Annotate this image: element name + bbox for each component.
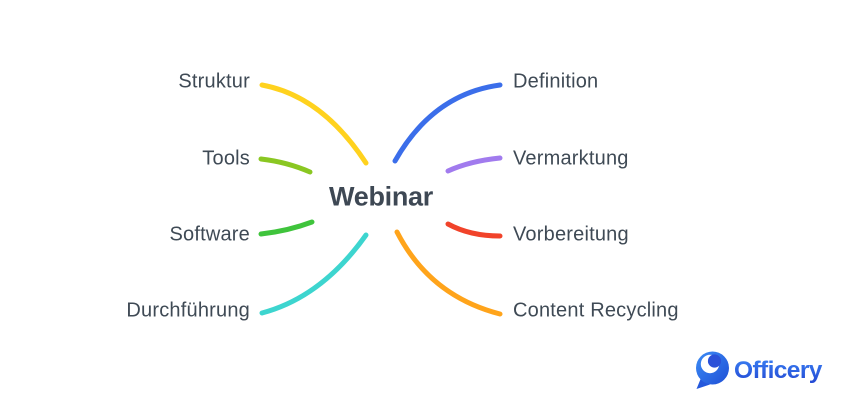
branch-label-software[interactable]: Software — [169, 223, 250, 246]
officery-logo: Officery — [694, 349, 836, 393]
branch-curve-durchfuehrung — [259, 232, 369, 316]
officery-logo-icon — [696, 351, 729, 389]
branch-curve-vorbereitung — [445, 221, 503, 239]
branch-label-vermarktung[interactable]: Vermarktung — [513, 147, 629, 170]
branch-curve-struktur — [259, 82, 369, 166]
branch-label-tools[interactable]: Tools — [202, 147, 250, 170]
branch-curve-vermarktung — [445, 155, 503, 174]
branch-label-struktur[interactable]: Struktur — [178, 70, 250, 93]
branch-label-content-recycling[interactable]: Content Recycling — [513, 299, 679, 322]
branch-curve-definition — [392, 82, 503, 164]
officery-logo-text: Officery — [734, 357, 823, 384]
branch-curve-software — [258, 219, 315, 237]
branch-curve-content-recycling — [394, 229, 503, 317]
branch-label-vorbereitung[interactable]: Vorbereitung — [513, 223, 629, 246]
branch-label-definition[interactable]: Definition — [513, 70, 599, 93]
branch-curve-tools — [258, 156, 313, 175]
branch-label-durchfuehrung[interactable]: Durchführung — [126, 299, 250, 322]
central-topic-webinar[interactable]: Webinar — [329, 181, 433, 212]
